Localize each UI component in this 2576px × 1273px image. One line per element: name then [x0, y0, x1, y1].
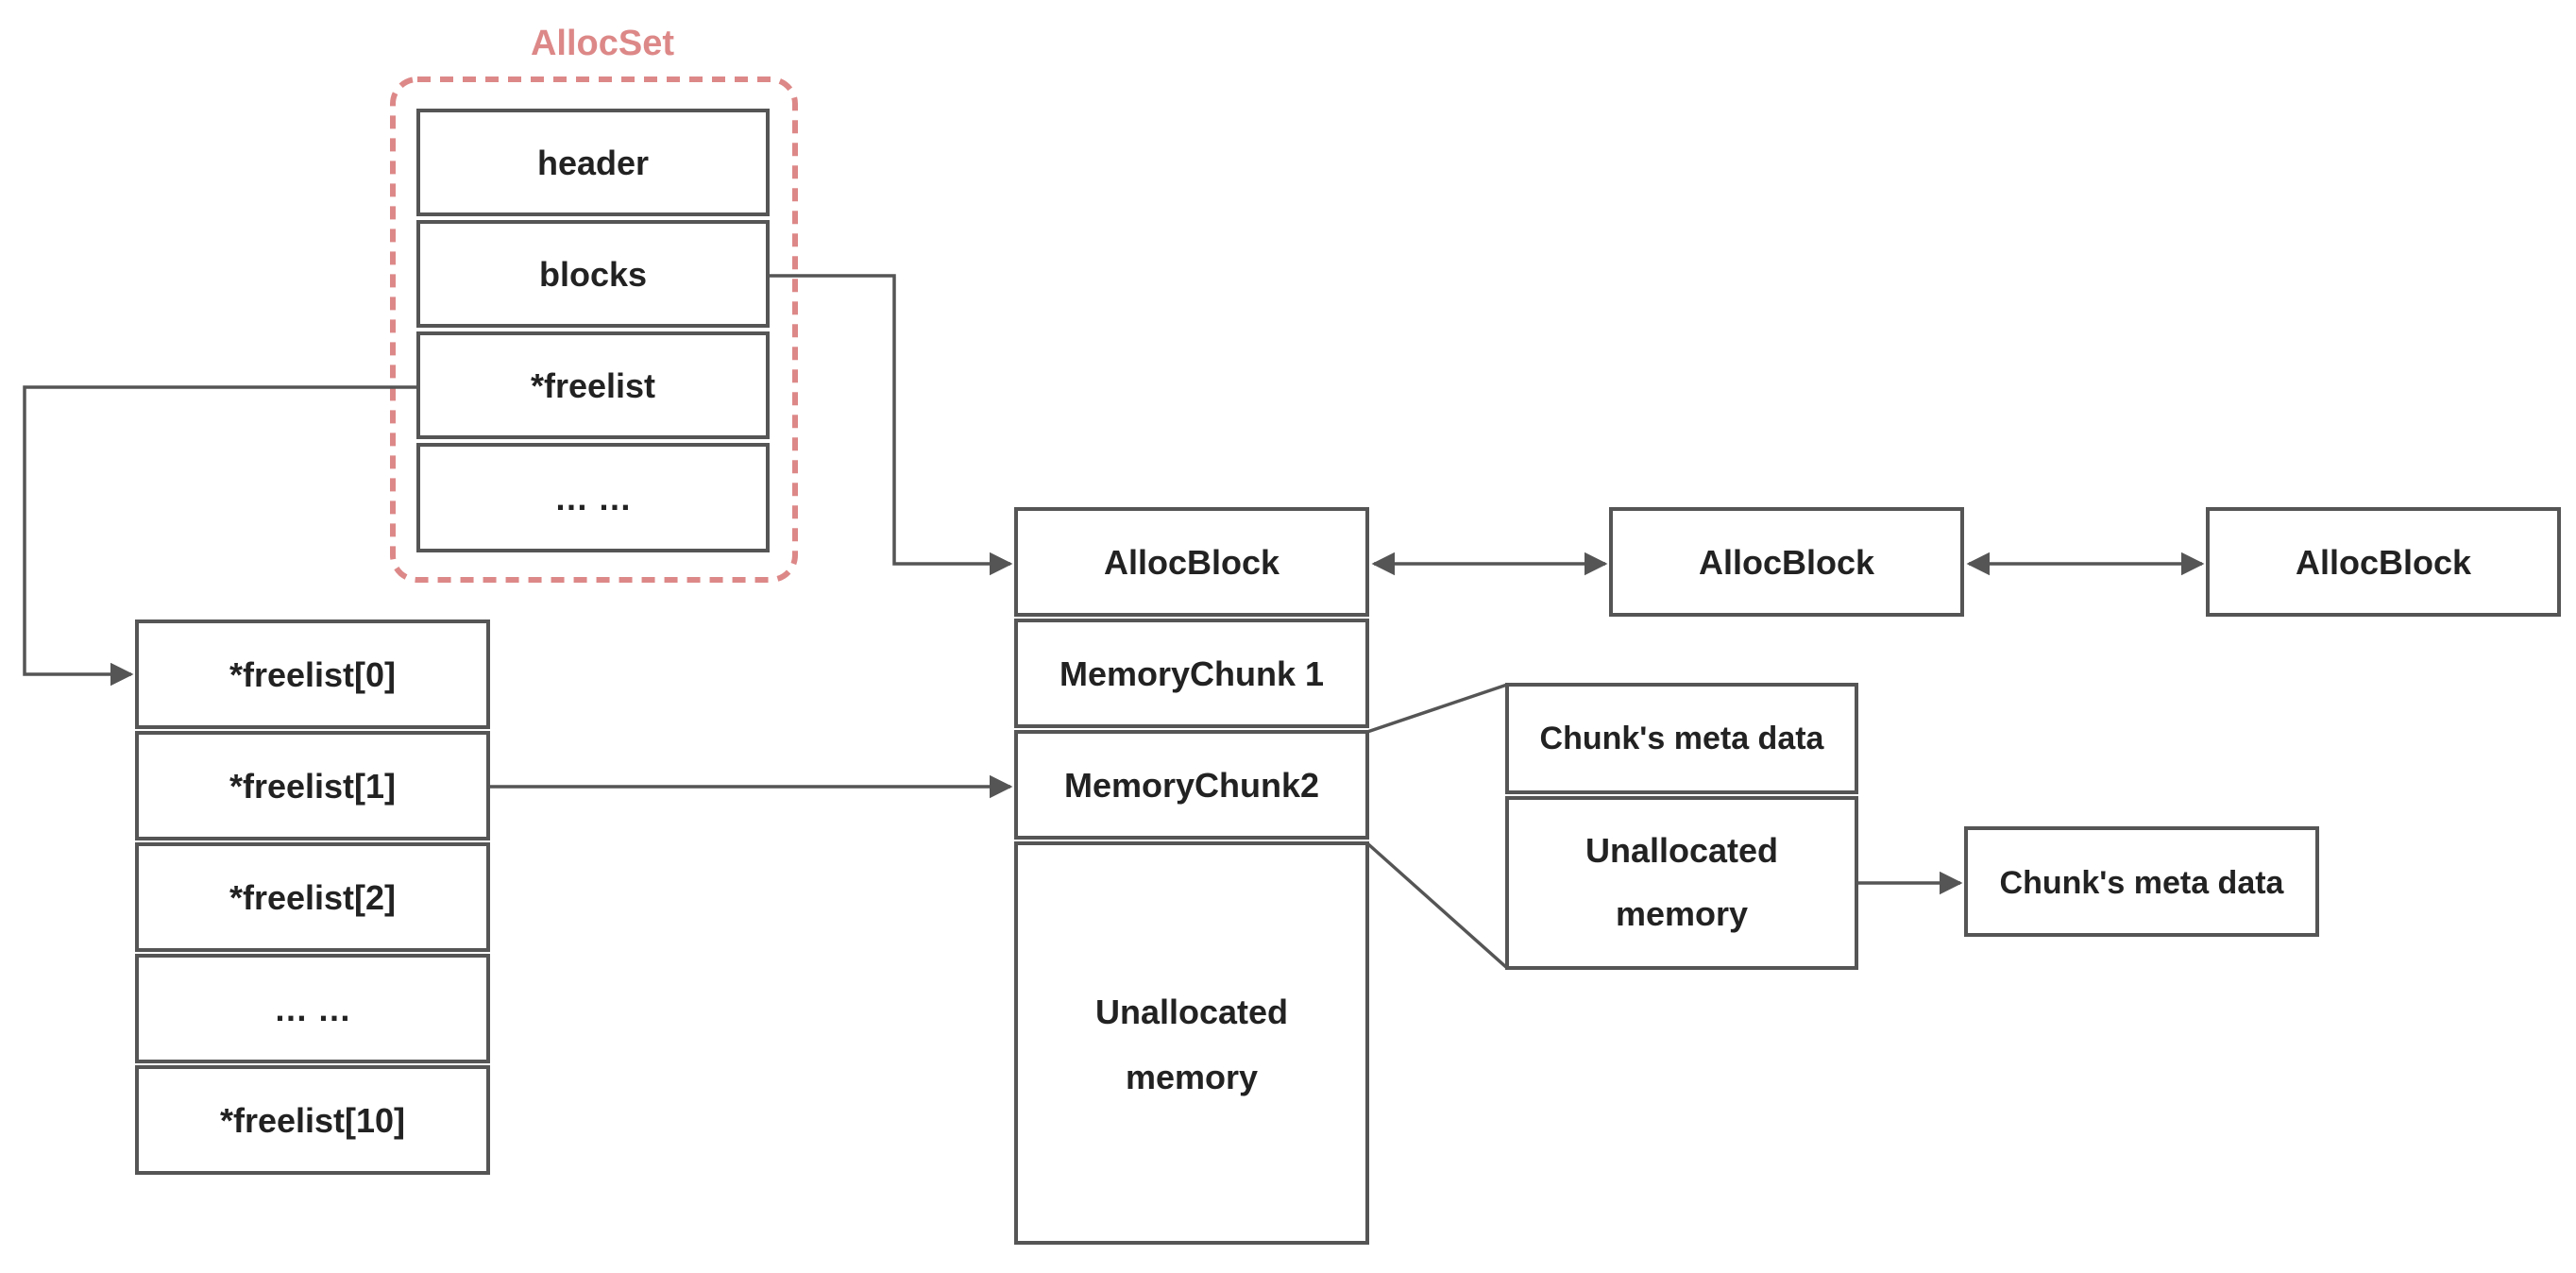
freelist-item-1: *freelist[1] — [135, 731, 490, 840]
chunk-detail: Chunk's meta data Unallocated memory Chu… — [1505, 683, 2319, 970]
memory-chunk-2: MemoryChunk2 — [1014, 730, 1369, 840]
freelist-item-1-label: *freelist[1] — [229, 767, 396, 806]
alloc-block-1-stack: AllocBlock MemoryChunk 1 MemoryChunk2 Un… — [1014, 507, 1369, 1245]
zoom-line-top — [1366, 683, 1508, 734]
allocset-field-freelist: *freelist — [416, 331, 770, 439]
memory-chunk-1-label: MemoryChunk 1 — [1059, 654, 1324, 693]
allocset-field-ellipsis-label: … … — [554, 479, 632, 518]
chunk-meta-data-label: Chunk's meta data — [1540, 721, 1825, 756]
connectors — [23, 274, 2205, 970]
chunk-unallocated-line-1: Unallocated — [1585, 831, 1778, 870]
freelist-item-2-label: *freelist[2] — [229, 878, 396, 917]
alloc-block-1: AllocBlock — [1014, 507, 1369, 617]
chunk-unallocated-memory: Unallocated memory — [1505, 796, 1858, 970]
next-chunk-meta-data: Chunk's meta data — [1964, 826, 2319, 937]
allocset-field-blocks: blocks — [416, 220, 770, 328]
allocset-dashed-outline — [390, 76, 798, 583]
memory-chunk-2-label: MemoryChunk2 — [1064, 766, 1319, 805]
alloc-block-3-label: AllocBlock — [2296, 543, 2472, 582]
allocset-field-freelist-label: *freelist — [531, 366, 655, 405]
allocset-field-blocks-label: blocks — [539, 255, 647, 294]
freelist-item-10-label: *freelist[10] — [220, 1101, 405, 1140]
zoom-line-bottom — [1365, 841, 1509, 970]
block-unallocated-line-2: memory — [1126, 1058, 1258, 1096]
block-unallocated-memory: Unallocated memory — [1014, 841, 1369, 1245]
arrow-blocks-to-allocblock — [768, 274, 1013, 576]
alloc-block-2-label: AllocBlock — [1699, 543, 1875, 582]
freelist-item-ellipsis: … … — [135, 954, 490, 1063]
alloc-block-3: AllocBlock — [2206, 507, 2561, 617]
chunk-unallocated-line-2: memory — [1616, 894, 1748, 933]
allocset-field-ellipsis: … … — [416, 443, 770, 552]
allocset-field-header-label: header — [537, 144, 649, 182]
block-unallocated-line-1: Unallocated — [1095, 993, 1288, 1031]
allocset-group: AllocSet header blocks *freelist … … — [390, 24, 798, 583]
chunk-meta-data: Chunk's meta data — [1505, 683, 1858, 794]
allocset-title: AllocSet — [531, 24, 674, 63]
freelist-item-2: *freelist[2] — [135, 842, 490, 952]
freelist-item-0-label: *freelist[0] — [229, 655, 396, 694]
freelist-item-0: *freelist[0] — [135, 620, 490, 729]
freelist-item-ellipsis-label: … … — [274, 990, 351, 1028]
next-chunk-meta-data-label: Chunk's meta data — [2000, 865, 2285, 901]
allocset-field-header: header — [416, 109, 770, 216]
memory-chunk-1: MemoryChunk 1 — [1014, 619, 1369, 728]
alloc-block-2: AllocBlock — [1609, 507, 1964, 617]
freelist-item-10: *freelist[10] — [135, 1065, 490, 1175]
freelist-array: *freelist[0] *freelist[1] *freelist[2] …… — [135, 620, 490, 1175]
alloc-block-1-label: AllocBlock — [1104, 543, 1280, 582]
arrow-freelist-to-array — [23, 385, 418, 687]
